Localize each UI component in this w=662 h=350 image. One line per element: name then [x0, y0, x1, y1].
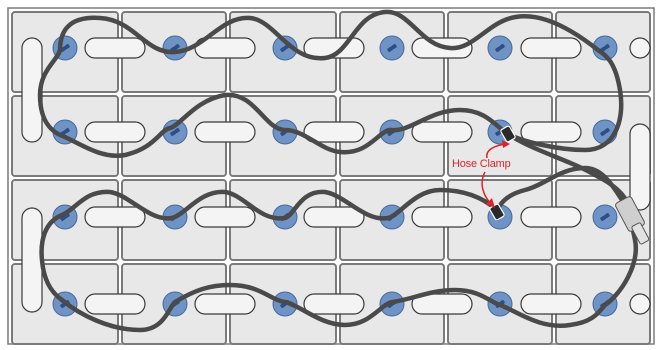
- fill-valve-key: [495, 43, 505, 53]
- water-tube: [37, 9, 639, 333]
- annotation: [481, 140, 510, 208]
- connector-block: [411, 121, 473, 143]
- water-tube-feed: [502, 129, 631, 208]
- connector-block: [84, 37, 146, 59]
- connector-block: [520, 293, 582, 315]
- connector-block: [84, 293, 146, 315]
- connector-block: [411, 293, 473, 315]
- hose-clamp-label: Hose Clamp: [452, 158, 511, 170]
- terminal-post: [629, 37, 651, 59]
- annotation-arrowhead-up: [502, 140, 510, 148]
- fill-valve-key: [600, 127, 610, 137]
- terminal-post: [629, 293, 651, 315]
- connector-block: [520, 206, 582, 228]
- connector-block-vertical: [629, 123, 651, 211]
- connector-fitting-tip: [631, 222, 650, 245]
- annotation-arrowhead-down: [486, 198, 495, 208]
- connector-block-vertical: [21, 207, 43, 313]
- water-tube-upper: [37, 9, 624, 159]
- connector-blocks: [21, 37, 651, 315]
- fill-valve-key: [600, 212, 610, 222]
- connector-block: [303, 206, 365, 228]
- connector-block: [411, 206, 473, 228]
- hose-clamps: [489, 125, 516, 221]
- connector-block: [194, 293, 256, 315]
- connector-block: [520, 121, 582, 143]
- water-tube-lower: [39, 165, 639, 333]
- connector-block: [194, 121, 256, 143]
- connector-block: [84, 121, 146, 143]
- hose-clamp-icon: [500, 125, 516, 143]
- fill-valve-key: [600, 43, 610, 53]
- fill-valve-key: [170, 127, 180, 137]
- connector-block: [303, 293, 365, 315]
- connector-block: [520, 37, 582, 59]
- connector-block: [84, 206, 146, 228]
- fill-valve-key: [387, 43, 397, 53]
- connector-fitting-icon: [615, 196, 650, 245]
- connector-block: [194, 206, 256, 228]
- fill-valve-key: [60, 43, 70, 53]
- connector-block: [303, 121, 365, 143]
- fill-valve-key: [60, 212, 70, 222]
